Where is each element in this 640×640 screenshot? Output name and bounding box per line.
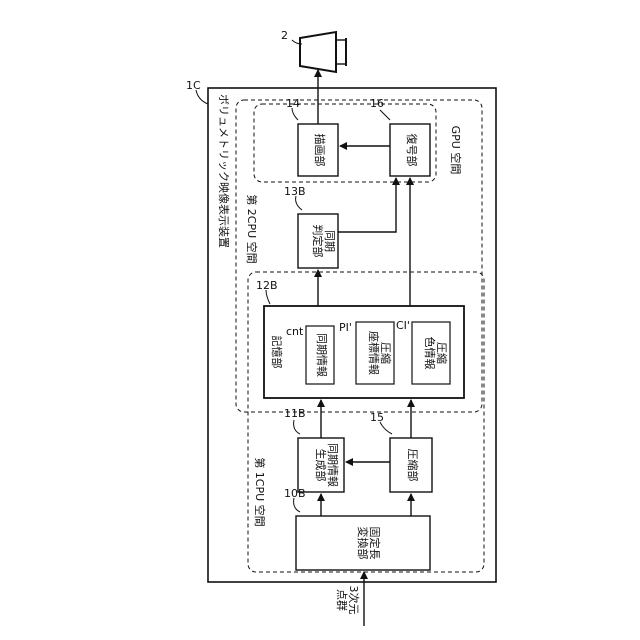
gpu-space-label: GPU 空間 [447,120,461,180]
block-12b-label: 記憶部 [268,327,282,377]
block-13b-label: 同期 判定部 [301,211,335,271]
ref-12b: 12B [256,280,278,292]
item-cnt-tag: cnt [286,326,303,338]
item-pi-label: 圧縮 座標情報 [359,323,391,383]
device-title: ボリュメトリック映像表示装置 [215,94,229,234]
ref-device: 1C [186,80,201,92]
ref-14: 14 [286,98,300,110]
cpu1-space-label: 第 1CPU 空間 [251,452,265,532]
ref-15: 15 [370,412,384,424]
block-16-label: 復号部 [403,120,417,180]
block-15-label: 圧縮部 [404,435,418,495]
item-ci-label: 圧縮 色情報 [415,323,447,383]
block-14-label: 描画部 [311,120,325,180]
input-label: 3次元 点群 [329,570,359,630]
item-cnt-label: 同期情報 [313,325,327,385]
item-pi-tag: PI' [339,322,352,334]
ref-11b: 11B [284,408,306,420]
cpu2-space-label: 第 2CPU 空間 [243,189,257,269]
block-10b-label: 固定長 変換部 [346,513,380,573]
display-device-icon [300,32,346,72]
ref-10b: 10B [284,488,306,500]
arrow-13-16 [338,178,396,232]
item-ci-tag: CI' [396,320,410,332]
block-11b-label: 同期情報 生成部 [304,435,338,495]
ref-16: 16 [370,98,384,110]
ref-display: 2 [281,30,288,42]
ref-13b: 13B [284,186,306,198]
